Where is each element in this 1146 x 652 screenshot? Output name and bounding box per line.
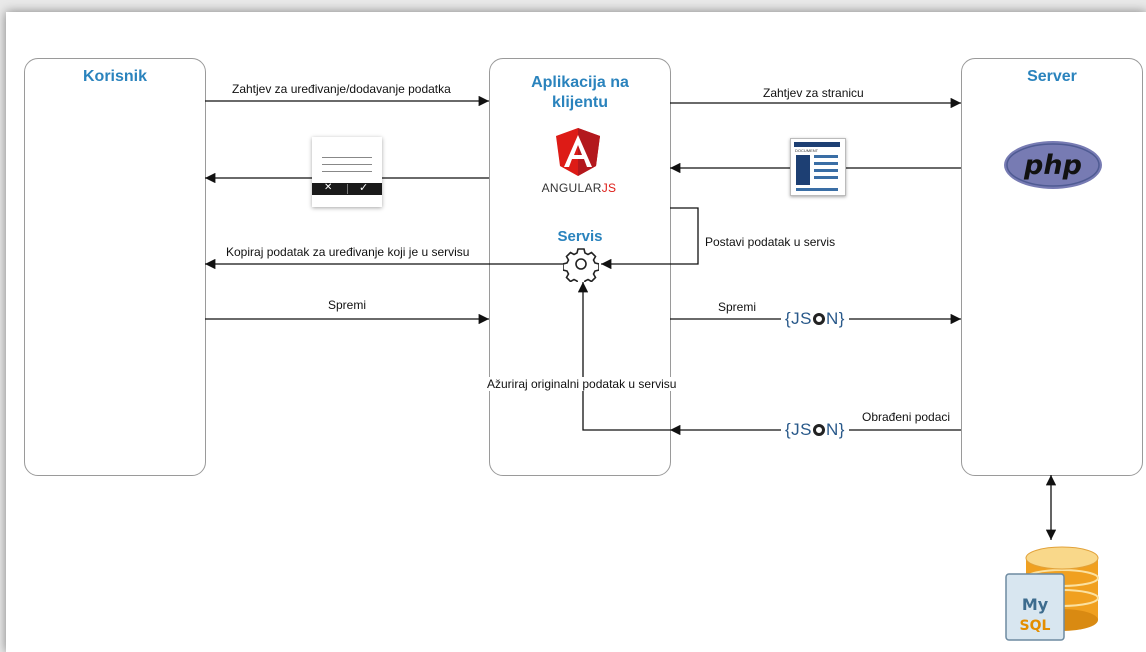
json-o-icon [813, 313, 826, 325]
mysql-text-my: My [1022, 595, 1049, 614]
json-badge-response: {JS N} [781, 419, 849, 441]
json-o-icon [813, 424, 826, 436]
label-save-right: Spremi [718, 300, 757, 314]
json-text-left: {JS [785, 420, 813, 439]
gear-icon [563, 248, 599, 282]
label-save-left: Spremi [328, 298, 367, 312]
json-text-left: {JS [785, 309, 813, 328]
json-badge-request: {JS N} [781, 308, 849, 330]
service-title: Servis [557, 228, 603, 245]
angularjs-wordmark: ANGULARJS [533, 181, 625, 195]
angularjs-wordmark-a: ANGULAR [541, 181, 602, 195]
label-processed-data: Obrađeni podaci [862, 410, 951, 424]
lane-aplikacija-title-line2: klijentu [551, 94, 608, 111]
json-text-right: N} [826, 309, 845, 328]
document-title-text: DOCUMENT [795, 148, 819, 153]
label-set-service: Postavi podatak u servis [705, 235, 836, 249]
cancel-x-icon: ✕ [324, 182, 333, 193]
label-update-original: Ažuriraj originalni podatak u servisu [485, 377, 679, 391]
mysql-database-icon: My SQL [1005, 546, 1099, 641]
label-copy-data: Kopiraj podatak za uređivanje koji je u … [226, 245, 470, 259]
arrow-update-original [577, 282, 670, 431]
label-edit-request: Zahtjev za uređivanje/dodavanje podatka [232, 82, 451, 96]
php-logo-icon: php [1004, 141, 1102, 189]
angularjs-wordmark-b: JS [601, 181, 617, 195]
lane-korisnik-title: Korisnik [82, 68, 147, 85]
confirm-check-icon: ✓ [359, 182, 369, 194]
form-dialog-icon: ✕ ✓ [312, 137, 382, 207]
label-page-request: Zahtjev za stranicu [763, 86, 864, 100]
lane-korisnik: Korisnik [24, 58, 206, 476]
mysql-text-sql: SQL [1020, 618, 1051, 634]
document-icon: DOCUMENT [790, 138, 846, 196]
arrow-set-service [601, 207, 699, 270]
lane-aplikacija-title-line1: Aplikacija na [531, 74, 629, 91]
php-logo-text: php [1023, 150, 1082, 181]
json-text-right: N} [826, 420, 845, 439]
lane-server-title: Server [1027, 68, 1077, 85]
lane-server: Server [961, 58, 1143, 476]
angularjs-logo-icon [556, 128, 600, 176]
lane-aplikacija: Aplikacija na klijentu Servis [489, 58, 671, 476]
